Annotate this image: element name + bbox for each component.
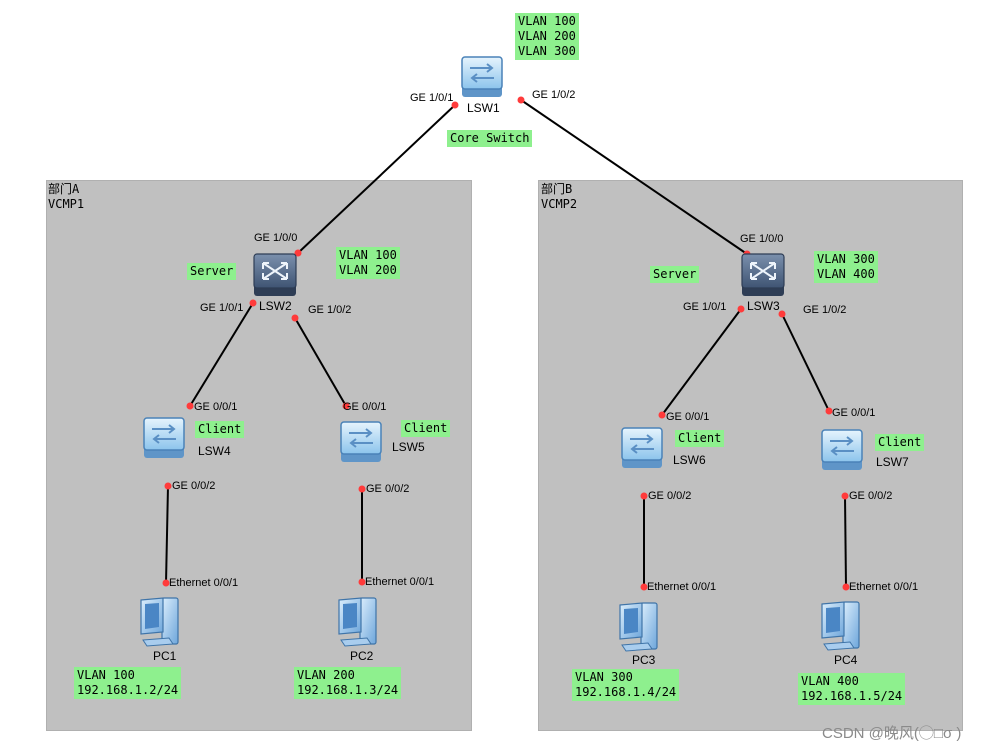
port-label: GE 0/0/2 [172, 480, 216, 492]
link-lsw4-pc1 [165, 485, 169, 584]
watermark: CSDN @晚风(◯□σ ) [822, 725, 962, 742]
port-label: Ethernet 0/0/1 [647, 581, 717, 593]
device-label-lsw6: LSW6 [673, 453, 706, 467]
client-tag-lsw7: Client [875, 434, 925, 451]
link-lsw3-lsw7 [781, 313, 830, 412]
port-label: GE 0/0/2 [849, 490, 893, 502]
port-label: GE 1/0/1 [410, 92, 454, 104]
link-lsw7-pc4 [844, 495, 847, 588]
port-label: GE 0/0/2 [366, 483, 410, 495]
port-label: GE 0/0/1 [832, 407, 876, 419]
device-label-lsw7: LSW7 [876, 455, 909, 469]
port-dot [658, 411, 666, 419]
client-tag-lsw5: Client [401, 420, 451, 437]
pc-icon[interactable] [619, 602, 658, 652]
pc-icon[interactable] [140, 597, 179, 647]
port-label: Ethernet 0/0/1 [169, 577, 239, 589]
port-dot [186, 402, 194, 410]
port-dot [358, 485, 366, 493]
client-tag-lsw4: Client [195, 421, 245, 438]
device-label-lsw1: LSW1 [467, 101, 500, 115]
device-label-pc1: PC1 [153, 649, 177, 663]
server-tag-a: Server [187, 263, 237, 280]
link-lsw1-lsw2 [297, 104, 456, 254]
client-tag-lsw6: Client [675, 430, 725, 447]
lsw1-vlan-tag: VLAN 100 VLAN 200 VLAN 300 [515, 13, 579, 60]
port-dot [358, 578, 366, 586]
port-label: GE 0/0/1 [194, 401, 238, 413]
port-label: Ethernet 0/0/1 [365, 576, 435, 588]
device-label-lsw3: LSW3 [747, 299, 780, 313]
device-label-lsw2: LSW2 [259, 299, 292, 313]
port-dot [778, 310, 786, 318]
pc4-info-tag: VLAN 400 192.168.1.5/24 [798, 673, 906, 705]
device-label-pc4: PC4 [834, 653, 858, 667]
port-label: GE 1/0/1 [683, 301, 727, 313]
lsw3-vlan-tag: VLAN 300 VLAN 400 [814, 251, 878, 283]
port-dot [294, 249, 302, 257]
port-label: GE 1/0/2 [308, 304, 352, 316]
port-dot [162, 579, 170, 587]
switch-icon[interactable] [340, 421, 382, 462]
device-label-lsw4: LSW4 [198, 444, 231, 458]
pc1-info-tag: VLAN 100 192.168.1.2/24 [74, 667, 182, 699]
switch-icon[interactable] [821, 429, 863, 470]
port-label: GE 1/0/2 [803, 304, 847, 316]
port-dot [841, 492, 849, 500]
port-label: Ethernet 0/0/1 [849, 581, 919, 593]
switch-icon[interactable] [143, 417, 185, 458]
lsw2-vlan-tag: VLAN 100 VLAN 200 [336, 247, 400, 279]
switch-icon[interactable] [621, 427, 663, 468]
pc3-info-tag: VLAN 300 192.168.1.4/24 [572, 669, 680, 701]
port-dot [842, 583, 850, 591]
port-label: GE 0/0/1 [666, 411, 710, 423]
port-dot [825, 407, 833, 415]
server-tag-b: Server [650, 266, 700, 283]
port-label: GE 1/0/2 [532, 89, 576, 101]
pc-icon[interactable] [821, 601, 860, 651]
port-dot [164, 482, 172, 490]
device-label-lsw5: LSW5 [392, 440, 425, 454]
port-dot [517, 96, 525, 104]
port-dot [640, 492, 648, 500]
link-lsw2-lsw5 [294, 317, 347, 407]
core-switch-icon[interactable] [741, 253, 785, 296]
switch-icon[interactable] [461, 56, 503, 97]
port-dot [737, 305, 745, 313]
port-label: GE 0/0/1 [343, 401, 387, 413]
link-lsw3-lsw6 [661, 308, 742, 416]
port-label: GE 0/0/2 [648, 490, 692, 502]
port-dot [640, 583, 648, 591]
link-lsw2-lsw4 [189, 302, 254, 407]
device-label-pc3: PC3 [632, 653, 656, 667]
port-dot [291, 314, 299, 322]
port-label: GE 1/0/0 [740, 233, 784, 245]
port-dot [342, 402, 350, 410]
pc-icon[interactable] [338, 597, 377, 647]
core-switch-tag: Core Switch [447, 130, 533, 147]
device-label-pc2: PC2 [350, 649, 374, 663]
pc2-info-tag: VLAN 200 192.168.1.3/24 [294, 667, 402, 699]
port-dot [249, 299, 257, 307]
port-label: GE 1/0/0 [254, 232, 298, 244]
port-label: GE 1/0/1 [200, 302, 244, 314]
port-dot [451, 101, 459, 109]
link-lsw1-lsw3 [520, 99, 748, 255]
core-switch-icon[interactable] [253, 253, 297, 296]
